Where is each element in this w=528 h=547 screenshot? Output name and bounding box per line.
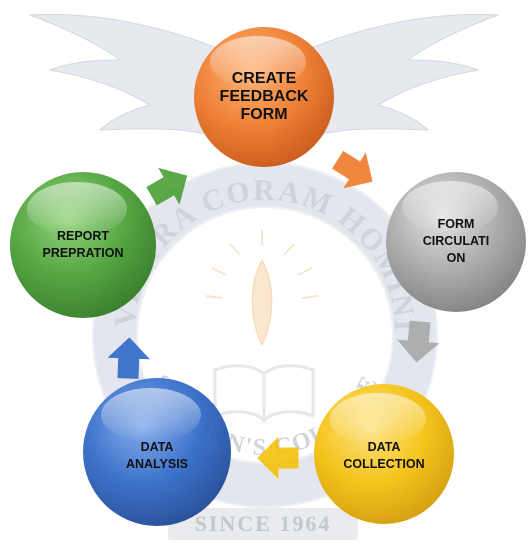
step-circle-data-collection [314, 384, 454, 524]
arrow-analysis-to-report [107, 337, 150, 379]
arrow-report-to-create [146, 167, 188, 206]
step-label-data-analysis: DATA ANALYSIS [125, 440, 189, 471]
step-circle-data-analysis [83, 378, 231, 526]
lamp-flame-icon [205, 230, 319, 347]
since-year-text: SINCE 1964 [194, 511, 332, 536]
step-label-data-collection: DATA COLLECTION [343, 440, 425, 471]
step-circle-create-feedback-form [194, 27, 334, 167]
arrow-collection-to-analysis [257, 436, 299, 480]
step-label-form-circulation: FORM CIRCULATI ON [422, 217, 490, 265]
step-label-create-feedback-form: CREATE FEEDBACK FORM [219, 70, 309, 123]
arrow-create-to-circulation [332, 150, 373, 189]
step-circle-form-circulation [386, 172, 526, 312]
arrow-circulation-to-collection [397, 320, 440, 363]
step-circle-report-prepration [10, 172, 156, 318]
step-label-report-prepration: REPORT PREPRATION [42, 229, 124, 260]
since-banner [168, 508, 358, 540]
open-book-icon [213, 364, 315, 424]
